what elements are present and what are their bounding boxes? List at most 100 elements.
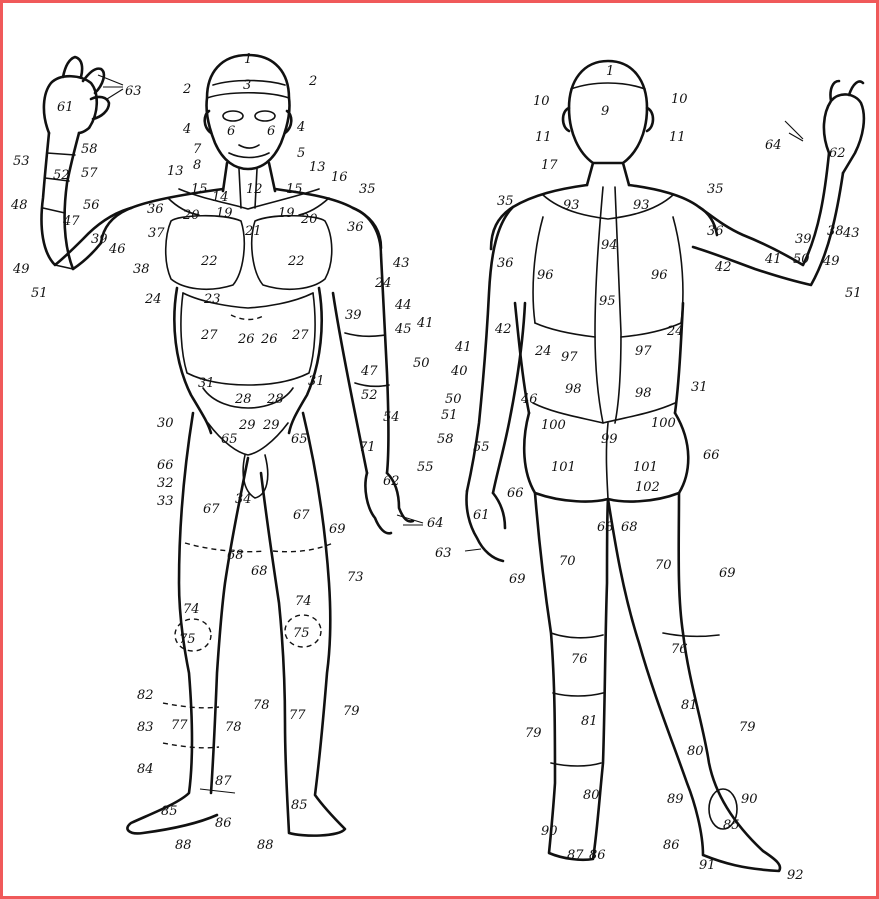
back-zone-label-70: 70 (559, 554, 576, 569)
front-zone-label-57: 57 (81, 166, 98, 181)
zone-labels: 1223445667812131314151516353636202019192… (10, 52, 862, 883)
front-zone-label-13: 13 (309, 160, 326, 175)
front-zone-label-23: 23 (203, 292, 221, 307)
back-zone-label-76: 76 (671, 642, 688, 657)
front-zone-label-62: 62 (383, 474, 400, 489)
back-zone-label-24: 24 (534, 344, 552, 359)
front-zone-label-74: 74 (183, 602, 200, 617)
front-zone-label-44: 44 (394, 298, 412, 313)
back-zone-label-86: 86 (663, 838, 680, 853)
front-zone-label-50: 50 (413, 356, 430, 371)
front-zone-label-3: 3 (243, 78, 251, 93)
front-zone-label-84: 84 (137, 762, 154, 777)
back-zone-label-100: 100 (541, 418, 566, 433)
front-zone-label-34: 34 (235, 492, 252, 507)
back-zone-label-42: 42 (714, 260, 732, 275)
front-zone-label-6: 6 (267, 124, 275, 139)
front-zone-label-67: 67 (203, 502, 220, 517)
back-zone-label-80: 80 (687, 744, 704, 759)
front-zone-label-28: 28 (266, 392, 284, 407)
front-zone-label-83: 83 (137, 720, 154, 735)
front-zone-label-54: 54 (383, 410, 400, 425)
back-zone-label-96: 96 (537, 268, 554, 283)
back-zone-label-41: 41 (764, 252, 782, 267)
front-zone-label-31: 31 (308, 374, 325, 389)
back-zone-label-35: 35 (707, 182, 724, 197)
back-zone-label-79: 79 (525, 726, 542, 741)
front-zone-label-19: 19 (278, 206, 295, 221)
back-zone-label-95: 95 (599, 294, 616, 309)
back-zone-label-58: 58 (437, 432, 454, 447)
front-zone-label-33: 33 (157, 494, 174, 509)
back-zone-label-38: 38 (827, 224, 844, 239)
back-zone-label-100: 100 (651, 416, 676, 431)
front-zone-label-8: 8 (193, 158, 201, 173)
front-zone-label-6: 6 (227, 124, 235, 139)
back-zone-label-69: 69 (509, 572, 526, 587)
front-zone-label-19: 19 (216, 206, 233, 221)
front-zone-label-47: 47 (62, 214, 80, 229)
front-zone-label-38: 38 (133, 262, 150, 277)
back-zone-label-92: 92 (787, 868, 804, 883)
front-zone-label-66: 66 (157, 458, 174, 473)
front-zone-label-5: 5 (297, 146, 305, 161)
back-zone-label-85: 85 (723, 818, 740, 833)
back-zone-label-49: 49 (822, 254, 840, 269)
back-zone-label-10: 10 (671, 92, 688, 107)
back-zone-label-10: 10 (533, 94, 550, 109)
front-zone-label-52: 52 (53, 168, 70, 183)
front-zone-label-22: 22 (287, 254, 305, 269)
front-zone-label-30: 30 (157, 416, 174, 431)
front-zone-label-73: 73 (347, 570, 364, 585)
front-zone-label-31: 31 (198, 376, 215, 391)
front-zone-label-77: 77 (289, 708, 306, 723)
back-zone-label-94: 94 (601, 238, 618, 253)
front-zone-label-29: 29 (262, 418, 280, 433)
front-zone-label-48: 48 (10, 198, 28, 213)
front-zone-label-41: 41 (416, 316, 434, 331)
back-zone-label-31: 31 (691, 380, 708, 395)
front-zone-label-35: 35 (359, 182, 376, 197)
front-zone-label-65: 65 (221, 432, 238, 447)
front-zone-label-14: 14 (212, 190, 229, 205)
back-zone-label-101: 101 (551, 460, 576, 475)
back-zone-label-81: 81 (681, 698, 698, 713)
front-zone-label-27: 27 (200, 328, 218, 343)
back-zone-label-66: 66 (507, 486, 524, 501)
front-zone-label-4: 4 (296, 120, 305, 135)
front-zone-label-69: 69 (329, 522, 346, 537)
back-zone-label-62: 62 (829, 146, 846, 161)
front-zone-label-88: 88 (257, 838, 274, 853)
front-zone-label-79: 79 (343, 704, 360, 719)
front-zone-label-86: 86 (215, 816, 232, 831)
back-figure (466, 61, 863, 871)
back-zone-label-93: 93 (563, 198, 580, 213)
front-zone-label-71: 71 (359, 440, 376, 455)
front-zone-label-87: 87 (215, 774, 232, 789)
back-zone-label-41: 41 (454, 340, 472, 355)
back-zone-label-99: 99 (601, 432, 618, 447)
back-zone-label-76: 76 (571, 652, 588, 667)
front-zone-label-36: 36 (347, 220, 364, 235)
back-zone-label-39: 39 (795, 232, 812, 247)
back-zone-label-96: 96 (651, 268, 668, 283)
front-zone-label-47: 47 (360, 364, 378, 379)
back-zone-label-64: 64 (765, 138, 782, 153)
front-zone-label-77: 77 (171, 718, 188, 733)
front-zone-label-65: 65 (291, 432, 308, 447)
back-zone-label-70: 70 (655, 558, 672, 573)
back-zone-label-102: 102 (635, 480, 660, 495)
front-zone-label-2: 2 (308, 74, 317, 89)
front-zone-label-58: 58 (81, 142, 98, 157)
front-zone-label-74: 74 (295, 594, 312, 609)
front-zone-label-27: 27 (291, 328, 309, 343)
front-zone-label-82: 82 (137, 688, 154, 703)
back-zone-label-68: 68 (621, 520, 638, 535)
front-zone-label-13: 13 (167, 164, 184, 179)
front-zone-label-75: 75 (179, 632, 196, 647)
front-zone-label-12: 12 (246, 182, 263, 197)
front-zone-label-88: 88 (175, 838, 192, 853)
back-zone-label-87: 87 (567, 848, 584, 863)
front-zone-label-1: 1 (244, 52, 252, 67)
